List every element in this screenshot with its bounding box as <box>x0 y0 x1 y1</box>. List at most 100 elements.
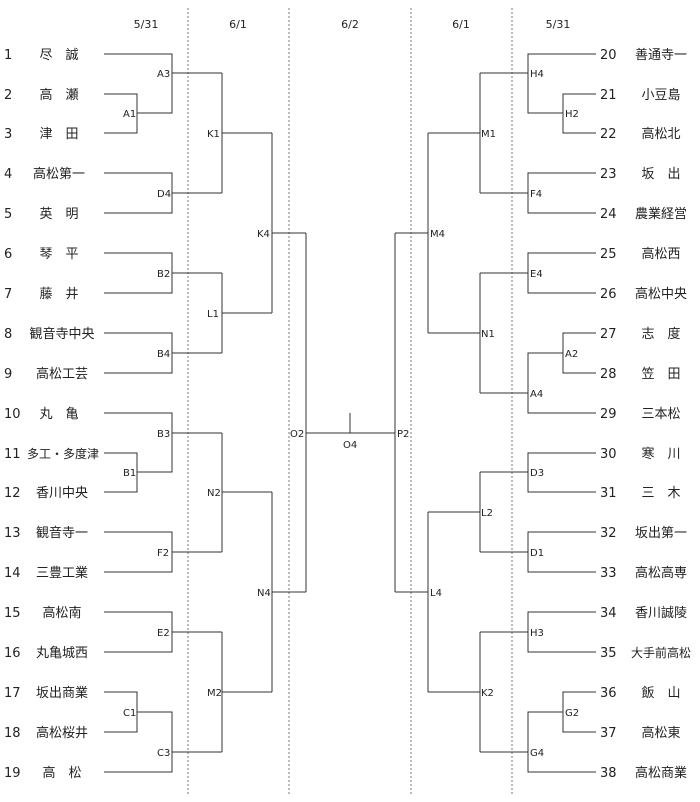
game-code-a3: A3 <box>157 69 170 80</box>
team-number: 3 <box>4 127 12 142</box>
date-right-round1: 5/31 <box>546 18 571 31</box>
game-code-k1: K1 <box>207 129 220 140</box>
team-number: 17 <box>4 686 21 701</box>
team-number: 28 <box>600 367 617 382</box>
right-team-list: 20 善通寺一 21 小豆島 22 高松北 23 坂 出 24 農業経営 25 … <box>600 47 691 781</box>
game-code-g2: G2 <box>565 708 579 719</box>
game-code-l1: L1 <box>207 309 219 320</box>
team-name: 寒 川 <box>641 446 680 462</box>
team-number: 35 <box>600 646 617 661</box>
game-code-e4: E4 <box>530 269 543 280</box>
game-code-h3: H3 <box>530 628 544 639</box>
team-name: 笠 田 <box>641 367 680 382</box>
match-line-m4 <box>395 133 429 333</box>
team-number: 10 <box>4 407 21 422</box>
match-line-l1 <box>221 273 272 353</box>
team-number: 21 <box>600 88 617 103</box>
game-code-d4: D4 <box>157 189 171 200</box>
match-line-c3 <box>104 711 222 773</box>
game-code-l4: L4 <box>430 588 442 599</box>
match-line-h4 <box>480 53 596 114</box>
team-number: 6 <box>4 247 12 262</box>
game-code-c3: C3 <box>157 748 170 759</box>
game-code-d3: D3 <box>530 468 544 479</box>
team-name: 志 度 <box>641 326 680 342</box>
team-number: 5 <box>4 207 12 222</box>
left-team-list: 1 尽 誠 2 高 瀬 3 津 田 4 高松第一 5 英 明 6 琴 平 7 藤… <box>4 48 99 781</box>
game-codes: A3 A1 D4 K1 B2 B4 L1 K4 B3 B1 F2 N2 E2 C… <box>123 69 579 759</box>
team-name: 高松桜井 <box>36 725 88 741</box>
team-name: 坂出第一 <box>635 526 687 541</box>
team-number: 11 <box>4 447 21 462</box>
date-headers: 5/31 6/1 6/2 6/1 5/31 <box>134 18 571 31</box>
team-number: 14 <box>4 566 21 581</box>
game-code-e2: E2 <box>157 628 170 639</box>
team-name: 丸 亀 <box>39 407 78 422</box>
team-name: 英 明 <box>39 207 78 222</box>
team-number: 1 <box>4 48 12 63</box>
team-number: 32 <box>600 526 617 541</box>
game-code-n1: N1 <box>481 329 495 340</box>
match-line-n1 <box>428 273 481 393</box>
game-code-f4: F4 <box>530 189 542 200</box>
team-name: 高松工芸 <box>36 366 88 382</box>
game-code-a4: A4 <box>530 389 543 400</box>
team-number: 2 <box>4 88 12 103</box>
date-right-round2: 6/1 <box>452 18 470 31</box>
team-name: 丸亀城西 <box>36 646 88 661</box>
team-number: 8 <box>4 327 12 342</box>
match-line-n2 <box>221 433 272 552</box>
team-name: 高 松 <box>42 765 81 781</box>
game-code-g4: G4 <box>530 748 544 759</box>
match-line-g2 <box>553 691 596 733</box>
team-name: 高松商業 <box>635 765 687 781</box>
match-line-k2 <box>428 632 481 752</box>
team-number: 18 <box>4 726 21 741</box>
team-name: 多工・多度津 <box>27 446 99 461</box>
team-number: 19 <box>4 766 21 781</box>
game-code-f2: F2 <box>157 548 169 559</box>
game-code-a1: A1 <box>123 109 136 120</box>
match-line-e4 <box>480 252 596 294</box>
team-name: 高松西 <box>641 246 680 262</box>
team-number: 29 <box>600 407 617 422</box>
team-name: 農業経営 <box>635 206 687 222</box>
team-number: 30 <box>600 447 617 462</box>
match-line-a3 <box>104 53 222 114</box>
match-line-b4 <box>104 332 222 374</box>
team-number: 16 <box>4 646 21 661</box>
team-name: 津 田 <box>39 127 78 142</box>
game-code-b1: B1 <box>123 468 136 479</box>
team-name: 大手前高松 <box>631 645 691 660</box>
match-line-f2 <box>104 531 222 573</box>
date-left-round1: 5/31 <box>134 18 159 31</box>
team-number: 37 <box>600 726 617 741</box>
game-code-c1: C1 <box>123 708 136 719</box>
team-number: 26 <box>600 287 617 302</box>
game-code-b3: B3 <box>157 429 170 440</box>
match-line-p2 <box>350 233 396 592</box>
date-left-round2: 6/1 <box>229 18 247 31</box>
match-line-d1 <box>480 531 596 573</box>
team-name: 三本松 <box>641 407 680 422</box>
team-number: 27 <box>600 327 617 342</box>
match-line-k1 <box>221 73 272 193</box>
match-line-d3 <box>480 452 596 493</box>
game-code-o2: O2 <box>290 429 304 440</box>
game-code-b2: B2 <box>157 269 170 280</box>
team-name: 高 瀬 <box>39 87 78 103</box>
game-code-m2: M2 <box>207 688 222 699</box>
team-name: 藤 井 <box>39 287 78 302</box>
match-line-k4 <box>271 133 306 313</box>
team-number: 38 <box>600 766 617 781</box>
game-code-k2: K2 <box>481 688 494 699</box>
match-line-o2 <box>305 233 350 592</box>
date-final: 6/2 <box>341 18 359 31</box>
match-line-f4 <box>480 172 596 214</box>
team-name: 高松北 <box>641 126 680 142</box>
match-line-e2 <box>104 611 222 653</box>
team-number: 31 <box>600 486 617 501</box>
team-number: 20 <box>600 48 617 63</box>
game-code-p2: P2 <box>397 429 409 440</box>
